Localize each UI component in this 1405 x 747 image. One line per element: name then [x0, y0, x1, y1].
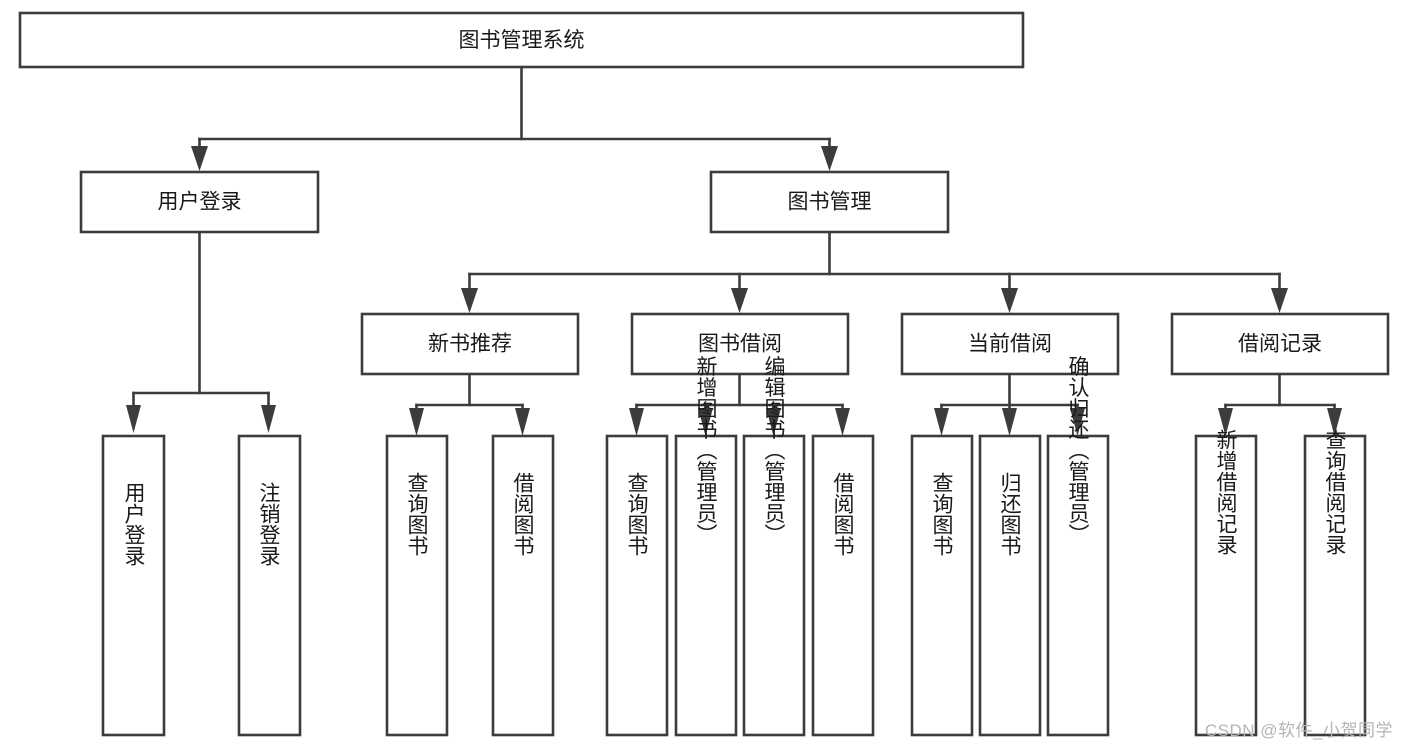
- node-user-login-label: 用户登录: [158, 191, 242, 214]
- leaf-box: [385, 434, 449, 737]
- arrow-to-new-book: [461, 288, 478, 313]
- leaf-node-book-borrow-add[interactable]: 新增图书（管理员）: [674, 356, 738, 737]
- arrow-to-current-borrow: [1001, 288, 1018, 313]
- arrow-borrow-record-leaf1: [1218, 408, 1233, 436]
- leaf-node-user-login-logout[interactable]: 注销登录: [237, 434, 302, 737]
- leaf-node-borrow-record-add[interactable]: 新增借阅记录: [1194, 429, 1258, 737]
- leaf-label: 借阅图书: [831, 472, 855, 556]
- node-book-borrow-box: [630, 312, 850, 376]
- arrow-to-borrow-record: [1271, 288, 1288, 313]
- arrow-root-to-book-manage: [821, 146, 838, 171]
- leaf-node-book-borrow-borrow[interactable]: 借阅图书: [811, 434, 875, 737]
- arrow-to-book-borrow: [731, 288, 748, 313]
- arrow-book-borrow-leaf2: [698, 408, 713, 436]
- leaf-box: [910, 434, 974, 737]
- arrow-book-borrow-leaf3: [766, 408, 781, 436]
- leaf-label: 查询图书: [405, 472, 429, 556]
- node-book-management-box: [709, 170, 950, 234]
- leaf-label: 借阅图书: [511, 472, 535, 556]
- arrow-new-book-leaf2: [515, 408, 530, 436]
- leaf-label: 用户登录: [122, 482, 146, 566]
- node-new-book-recommend-label: 新书推荐: [428, 333, 512, 356]
- arrow-new-book-leaf1: [409, 408, 424, 436]
- leaf-box: [742, 434, 806, 737]
- arrow-borrow-record-leaf2: [1327, 408, 1342, 436]
- node-user-login[interactable]: 用户登录: [79, 170, 320, 234]
- arrow-book-borrow-leaf1: [629, 408, 644, 436]
- leaf-node-book-borrow-edit[interactable]: 编辑图书（管理员）: [742, 356, 806, 737]
- csdn-watermark: CSDN @软件_小贺同学: [1204, 721, 1393, 740]
- leaf-label: 查询图书: [930, 472, 954, 556]
- leaf-label: 查询借阅记录: [1323, 429, 1347, 555]
- node-new-book-recommend-box: [360, 312, 580, 376]
- node-current-borrow-box: [900, 312, 1120, 376]
- arrow-current-borrow-leaf3: [1070, 408, 1085, 436]
- leaf-label: 编辑图书（管理员）: [762, 356, 786, 545]
- node-borrow-record-box: [1170, 312, 1390, 376]
- leaf-label: 新增图书（管理员）: [694, 356, 718, 545]
- connector-layer: [126, 65, 1342, 436]
- leaf-box: [237, 434, 302, 737]
- leaf-node-current-borrow-confirm[interactable]: 确认归还（管理员）: [1046, 356, 1110, 737]
- arrow-user-login-leaf1: [126, 405, 141, 433]
- node-borrow-record[interactable]: 借阅记录: [1170, 312, 1390, 376]
- leaf-node-new-book-borrow[interactable]: 借阅图书: [491, 434, 555, 737]
- leaf-node-current-borrow-return[interactable]: 归还图书: [978, 434, 1042, 737]
- leaf-label: 归还图书: [998, 472, 1022, 556]
- node-book-borrow[interactable]: 图书借阅: [630, 312, 850, 376]
- leaf-box: [1194, 434, 1258, 737]
- node-root-box: [18, 11, 1025, 69]
- leaf-box: [491, 434, 555, 737]
- node-book-borrow-label: 图书借阅: [698, 333, 782, 356]
- leaf-box: [811, 434, 875, 737]
- arrow-root-to-user-login: [191, 146, 208, 171]
- arrow-user-login-leaf2: [261, 405, 276, 433]
- arrow-current-borrow-leaf2: [1002, 408, 1017, 436]
- leaf-label: 注销登录: [257, 482, 281, 566]
- leaf-box: [1046, 434, 1110, 737]
- node-current-borrow-label: 当前借阅: [968, 333, 1052, 356]
- leaf-label: 确认归还（管理员）: [1066, 356, 1090, 545]
- node-current-borrow[interactable]: 当前借阅: [900, 312, 1120, 376]
- leaf-box: [674, 434, 738, 737]
- leaf-node-new-book-query[interactable]: 查询图书: [385, 434, 449, 737]
- leaf-node-user-login-login[interactable]: 用户登录: [101, 434, 166, 737]
- leaf-box: [101, 434, 166, 737]
- leaf-label: 查询图书: [625, 472, 649, 556]
- leaf-label: 新增借阅记录: [1214, 429, 1238, 555]
- leaf-box: [605, 434, 669, 737]
- node-root-book-management-system[interactable]: 图书管理系统: [18, 11, 1025, 69]
- leaf-box: [978, 434, 1042, 737]
- leaf-node-book-borrow-query[interactable]: 查询图书: [605, 434, 669, 737]
- arrow-current-borrow-leaf1: [934, 408, 949, 436]
- node-borrow-record-label: 借阅记录: [1238, 333, 1322, 356]
- leaf-box: [1303, 434, 1367, 737]
- arrow-book-borrow-leaf4: [835, 408, 850, 436]
- node-new-book-recommend[interactable]: 新书推荐: [360, 312, 580, 376]
- node-root-label: 图书管理系统: [459, 29, 585, 52]
- node-book-management-label: 图书管理: [788, 191, 872, 214]
- node-book-management[interactable]: 图书管理: [709, 170, 950, 234]
- leaf-node-current-borrow-query[interactable]: 查询图书: [910, 434, 974, 737]
- leaf-node-borrow-record-query[interactable]: 查询借阅记录: [1303, 429, 1367, 737]
- node-user-login-box: [79, 170, 320, 234]
